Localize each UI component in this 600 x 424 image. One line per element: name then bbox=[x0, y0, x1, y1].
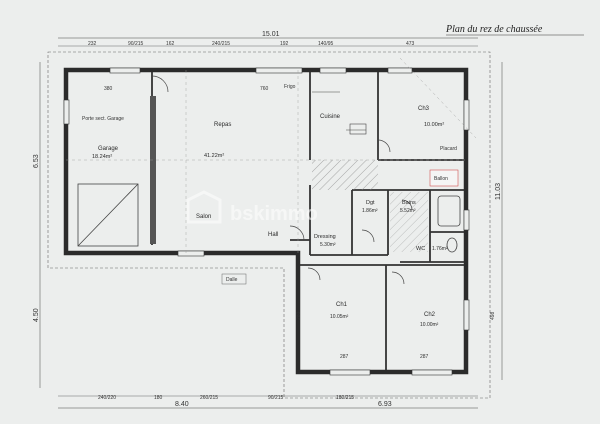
dim-top-total: 15.01 bbox=[262, 31, 280, 38]
dim-bottom-seg-4: 90/215 bbox=[268, 395, 284, 401]
room-garage-area: 18.24m² bbox=[92, 154, 112, 160]
dim-top-seg-2: 90/215 bbox=[128, 41, 144, 47]
dalle-box bbox=[221, 273, 247, 285]
room-salon-name: Salon bbox=[196, 214, 211, 220]
room-bains-area: 5.52m² bbox=[400, 208, 416, 214]
doors bbox=[151, 75, 413, 285]
ballon-box bbox=[429, 169, 459, 187]
room-wc-name: WC bbox=[416, 246, 425, 252]
dim-inner-2: 760 bbox=[260, 86, 269, 92]
dim-bottom-seg-1: 240/220 bbox=[98, 395, 116, 401]
garage-wall-hatch bbox=[150, 96, 156, 244]
dim-top-seg-3: 162 bbox=[166, 41, 175, 47]
dim-bottom-seg-3: 260/215 bbox=[200, 395, 218, 401]
room-ch3-name: Ch3 bbox=[418, 106, 430, 112]
dim-inner-1: 380 bbox=[104, 86, 113, 92]
dim-inner-3: 287 bbox=[340, 354, 349, 360]
dashed-outline bbox=[47, 51, 491, 399]
room-ch2-name: Ch2 bbox=[424, 312, 436, 318]
dim-top-seg-6: 140/95 bbox=[318, 41, 334, 47]
room-ch1-area: 10.05m² bbox=[330, 314, 349, 320]
dim-top-seg-4: 240/215 bbox=[212, 41, 230, 47]
dim-inner-5: 280 bbox=[296, 311, 302, 320]
room-wc-area: 1.76m² bbox=[432, 246, 448, 252]
dalle-label: Dalle bbox=[226, 277, 238, 283]
room-garage-name: Garage bbox=[98, 146, 119, 152]
room-dressing-area: 5.30m² bbox=[320, 242, 336, 248]
dim-top-seg-1: 232 bbox=[88, 41, 97, 47]
windows bbox=[63, 67, 470, 376]
ch3-note: Placard bbox=[440, 146, 457, 152]
car-diagonal bbox=[77, 183, 139, 247]
dim-bottom-left-total: 8.40 bbox=[175, 401, 189, 408]
ballon-label: Ballon bbox=[434, 176, 448, 182]
reference-lines bbox=[66, 57, 477, 253]
dim-bottom-seg-2: 180 bbox=[154, 395, 163, 401]
room-bains-name: Bains bbox=[402, 200, 416, 206]
dim-top-seg-7: 473 bbox=[406, 41, 415, 47]
garage-note: Porte sect. Garage bbox=[82, 116, 124, 122]
room-dressing-name: Dressing bbox=[314, 234, 336, 240]
dim-bottom-seg-5: 180/215 bbox=[336, 395, 354, 401]
plan-title: Plan du rez de chaussée bbox=[445, 24, 543, 35]
room-hall-name: Hall bbox=[268, 232, 278, 238]
watermark-text: bskimmo bbox=[230, 203, 318, 225]
room-repas-area: 41.22m² bbox=[204, 153, 224, 159]
exterior-walls bbox=[63, 67, 469, 375]
toilet bbox=[446, 237, 458, 253]
room-ch3-area: 10.00m² bbox=[424, 122, 444, 128]
kitchen-counter bbox=[312, 91, 367, 135]
dim-top-seg-5: 192 bbox=[280, 41, 289, 47]
room-dgt-name: Dgt bbox=[366, 200, 375, 206]
room-repas-name: Repas bbox=[214, 122, 231, 128]
dim-inner-4: 287 bbox=[420, 354, 429, 360]
room-cuisine-name: Cuisine bbox=[320, 114, 341, 120]
dim-bottom-right-total: 6.93 bbox=[378, 401, 392, 408]
car-outline bbox=[77, 183, 139, 247]
room-ch1-name: Ch1 bbox=[336, 302, 348, 308]
hatched-zone bbox=[312, 160, 378, 190]
hatched-zone-2 bbox=[390, 192, 428, 252]
watermark-house-icon bbox=[186, 190, 222, 224]
bath-tub bbox=[437, 195, 461, 227]
fridge-label: Frigo bbox=[284, 84, 296, 90]
dim-inner-6: 498 bbox=[490, 311, 496, 320]
dim-right-total: 11.03 bbox=[495, 183, 502, 200]
dim-left-upper: 6.53 bbox=[33, 154, 40, 168]
room-ch2-area: 10.00m² bbox=[420, 322, 439, 328]
room-dgt-area: 1.86m² bbox=[362, 208, 378, 214]
watermark: bskimmo bbox=[186, 190, 318, 225]
dim-left-lower: 4.50 bbox=[33, 308, 40, 322]
